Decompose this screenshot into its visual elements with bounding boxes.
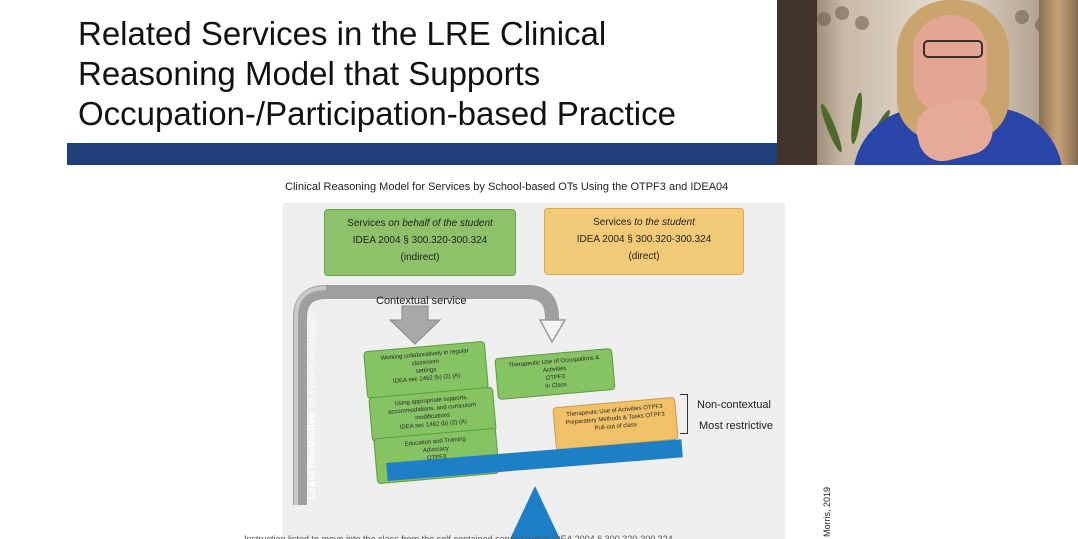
slide-title-line-1: Related Services in the LRE Clinical <box>78 15 607 52</box>
indirect-services-box: Services on behalf of the student IDEA 2… <box>324 209 516 276</box>
contextual-arrow-right <box>538 319 567 344</box>
least-restrictive-label: Least Restrictive IDEA 2004 § 300.114(a)… <box>306 314 318 500</box>
indirect-services-heading: Services on behalf of the student <box>325 215 515 232</box>
balance-fulcrum <box>510 486 560 539</box>
presenter-glasses <box>923 40 983 58</box>
restrictive-bracket <box>680 394 688 434</box>
direct-services-box: Services to the student IDEA 2004 § 300.… <box>544 208 744 275</box>
indirect-services-citation: IDEA 2004 § 300.320-300.324 <box>352 235 488 246</box>
indirect-services-type: (indirect) <box>400 252 440 263</box>
webcam-wall-shadow <box>777 0 817 165</box>
slide-title-line-2: Reasoning Model that Supports <box>78 55 541 92</box>
curtain-pattern-dot <box>1015 10 1029 24</box>
least-restrictive-citation: IDEA 2004 § 300.114(a)(2) <box>308 313 317 409</box>
direct-services-type: (direct) <box>628 251 660 262</box>
cut-off-footnote: Instruction listed to move into the clas… <box>244 534 673 539</box>
figure-credit: Morris, 2019 <box>822 486 832 537</box>
least-restrictive-text: Least Restrictive <box>306 411 318 500</box>
left-arch-highlight <box>294 286 327 505</box>
indirect-services-emphasis: on behalf of the student <box>388 218 493 229</box>
direct-services-heading: Services to the student <box>545 214 743 231</box>
least-restrictive-arch <box>293 285 559 505</box>
curtain-pattern-dot <box>817 12 831 26</box>
contextual-service-label: Contextual service <box>376 295 467 307</box>
indirect-services-prefix: Services <box>347 218 389 229</box>
figure-caption: Clinical Reasoning Model for Services by… <box>285 181 729 193</box>
presenter-face <box>913 15 987 115</box>
direct-services-prefix: Services <box>593 217 635 228</box>
direct-services-citation: IDEA 2004 § 300.320-300.324 <box>576 234 712 245</box>
most-restrictive-label: Most restrictive <box>699 420 773 432</box>
curtain-pattern-dot <box>855 16 869 30</box>
slide-title: Related Services in the LRE Clinical Rea… <box>78 14 778 134</box>
curtain-pattern-dot <box>835 6 849 20</box>
presenter-webcam-feed <box>777 0 1078 165</box>
direct-services-emphasis: to the student <box>634 217 695 228</box>
non-contextual-label: Non-contextual <box>697 399 771 411</box>
contextual-arrow-left <box>388 305 442 345</box>
slide-title-line-3: Occupation-/Participation-based Practice <box>78 95 676 132</box>
